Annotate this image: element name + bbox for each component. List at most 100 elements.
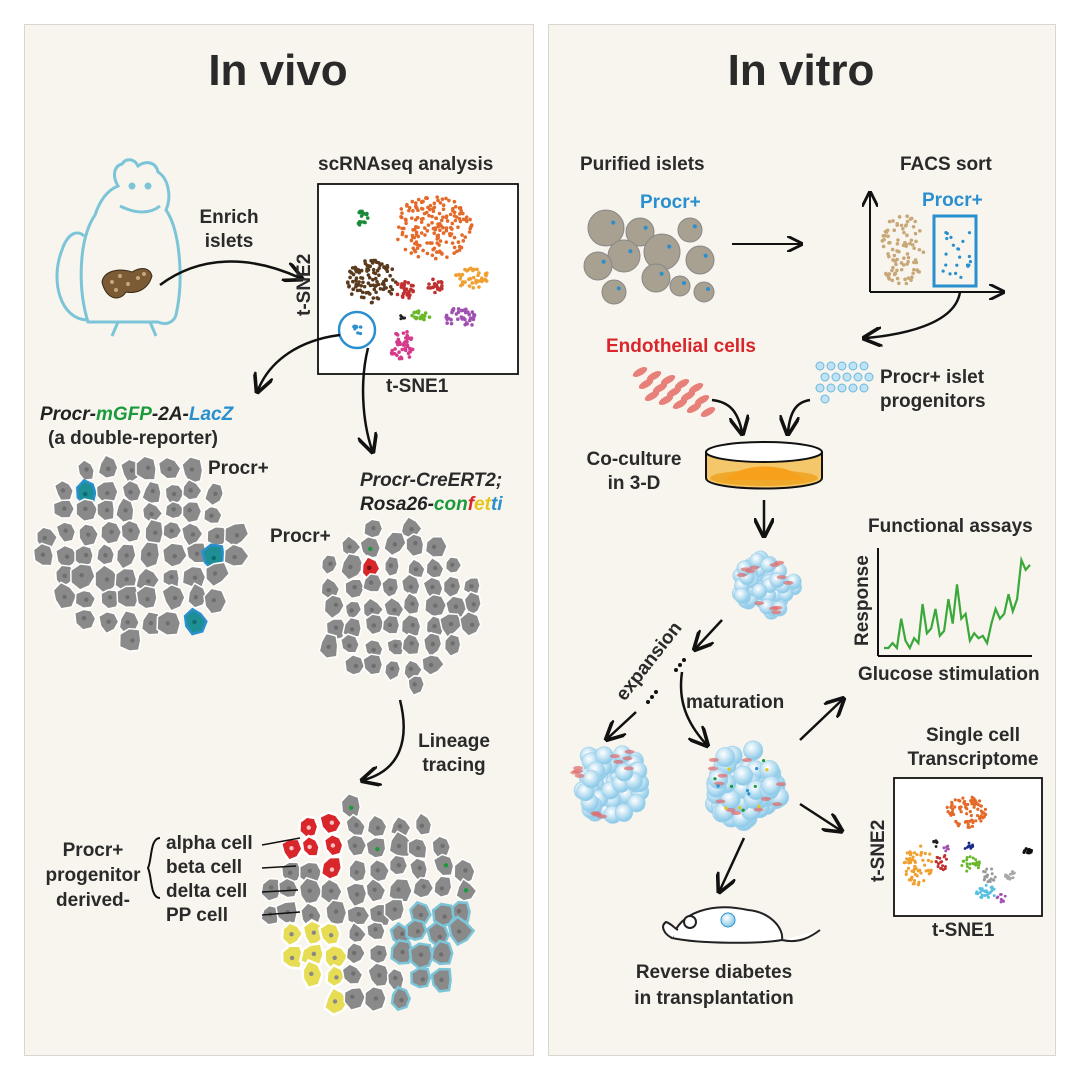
tsne-point bbox=[358, 331, 363, 336]
tsne-point bbox=[400, 282, 404, 286]
tsne-point bbox=[389, 292, 394, 296]
cell-nucleus bbox=[167, 466, 172, 472]
tsne-point bbox=[471, 275, 476, 280]
tsne-point bbox=[886, 234, 890, 239]
tsne-point bbox=[911, 225, 916, 229]
tsne-point bbox=[895, 242, 900, 246]
tsne-point bbox=[888, 240, 892, 245]
procr-dot bbox=[692, 224, 697, 229]
cell-nucleus bbox=[86, 532, 91, 537]
cell-nucleus bbox=[377, 950, 382, 956]
tsne-point bbox=[401, 316, 405, 320]
cell-nucleus bbox=[64, 554, 70, 559]
tsne-point bbox=[413, 201, 418, 205]
tsne-point bbox=[346, 281, 350, 285]
tsne-point bbox=[451, 307, 456, 311]
tsne-point bbox=[452, 251, 456, 255]
tsne-point bbox=[359, 214, 364, 218]
tsne-point bbox=[354, 324, 358, 329]
tsne-point bbox=[358, 325, 363, 329]
tsne-point bbox=[911, 855, 915, 859]
cell-nucleus bbox=[128, 489, 133, 495]
cell-nucleus bbox=[333, 625, 339, 630]
tsne-point bbox=[971, 861, 975, 865]
tsne-point bbox=[983, 875, 987, 879]
tsne-point bbox=[357, 210, 361, 215]
endothelial-spot bbox=[754, 601, 765, 606]
tsne-point bbox=[897, 281, 901, 286]
tsne-point bbox=[388, 273, 392, 278]
tsne-point bbox=[463, 322, 467, 327]
tsne-point bbox=[911, 882, 915, 886]
tsne-point bbox=[485, 271, 489, 275]
tsne-point bbox=[965, 865, 969, 869]
tsne-point bbox=[459, 245, 464, 250]
tsne-point bbox=[414, 316, 418, 321]
tsne-point bbox=[436, 235, 440, 240]
progenitor-cell bbox=[815, 383, 825, 393]
tsne-point bbox=[460, 233, 464, 237]
cell-nucleus bbox=[430, 584, 435, 590]
tsne-point bbox=[416, 208, 420, 213]
tsne-point bbox=[984, 890, 988, 894]
marker-dot bbox=[724, 806, 728, 810]
tsne-point bbox=[375, 296, 379, 300]
tsne-point bbox=[444, 226, 449, 230]
tsne-point bbox=[369, 258, 373, 263]
cell-nucleus bbox=[347, 643, 352, 648]
tsne-point bbox=[950, 800, 954, 804]
marker-dot bbox=[727, 767, 731, 771]
tsne-point bbox=[967, 254, 972, 259]
islet-cell bbox=[181, 500, 203, 524]
reporter-part: mGFP bbox=[95, 404, 152, 425]
tsne-point bbox=[1003, 894, 1007, 898]
functional-assays-label: Functional assays bbox=[868, 516, 1033, 537]
tsne-point bbox=[444, 196, 448, 201]
progenitors-to-dish-arrow bbox=[788, 398, 811, 432]
tsne-point bbox=[957, 805, 962, 810]
islet-blob bbox=[677, 217, 703, 243]
tsne-point bbox=[367, 275, 372, 280]
cell-nucleus bbox=[450, 641, 455, 646]
progenitor-cell bbox=[815, 361, 825, 371]
cell-nucleus bbox=[354, 892, 360, 897]
maturation-label: maturation bbox=[686, 692, 785, 713]
tsne-point bbox=[905, 252, 910, 256]
tsne-point bbox=[905, 857, 909, 861]
tsne-point bbox=[450, 227, 454, 231]
tsne-point bbox=[452, 199, 457, 204]
tsne-point bbox=[436, 224, 440, 229]
cell-nucleus bbox=[309, 971, 314, 977]
endothelial-spot bbox=[776, 575, 787, 580]
cell-nucleus bbox=[62, 573, 67, 579]
tsne-point bbox=[460, 280, 465, 284]
tsne-point bbox=[404, 221, 408, 226]
tsne-point bbox=[902, 256, 906, 260]
cell-nucleus bbox=[232, 554, 237, 560]
tsne-point bbox=[954, 819, 958, 824]
tsne-point bbox=[410, 313, 414, 318]
cell-nucleus bbox=[373, 996, 379, 1001]
tsne-point bbox=[968, 260, 973, 264]
tsne-point bbox=[450, 241, 455, 245]
organoid-icon bbox=[731, 550, 802, 620]
cell-nucleus bbox=[428, 662, 434, 668]
tsne-point bbox=[411, 235, 415, 240]
cell-nucleus bbox=[326, 644, 331, 650]
organoid-cell bbox=[615, 763, 634, 782]
cell-nucleus bbox=[400, 931, 405, 937]
cell-nucleus bbox=[393, 643, 398, 648]
islet-cell bbox=[118, 627, 142, 652]
cell-nucleus bbox=[408, 584, 414, 590]
endothelial-spot bbox=[590, 811, 601, 816]
tsne-point bbox=[404, 218, 408, 223]
tsne-point bbox=[353, 327, 357, 331]
tsne-point bbox=[364, 291, 369, 295]
tsne-point bbox=[427, 282, 431, 286]
tsne-point bbox=[403, 280, 407, 284]
endothelial-spot bbox=[573, 766, 584, 771]
tsne-point bbox=[423, 311, 428, 315]
cell-nucleus bbox=[209, 513, 214, 518]
islet-blob bbox=[583, 251, 613, 281]
tsne-point bbox=[400, 347, 404, 352]
